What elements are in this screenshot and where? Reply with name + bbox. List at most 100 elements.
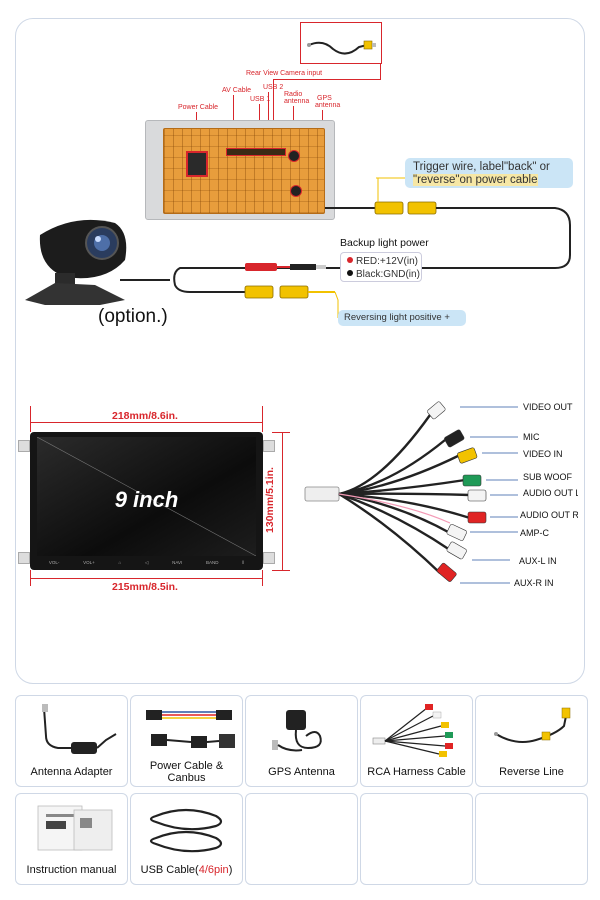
power-cable-label: Power Cable & Canbus [131,760,242,784]
rca-mic: MIC [523,432,540,442]
width-top-dimension: 218mm/8.6in. [112,410,178,422]
power-socket [186,151,208,177]
rca-amp-c: AMP-C [520,528,549,538]
vol-up-button[interactable]: VOL+ [83,560,95,565]
usb-cable-label: USB Cable(4/6pin) [131,864,242,876]
rca-audio-out-l: AUDIO OUT L [523,488,578,498]
mount-ear [263,440,275,452]
trigger-highlight: "reverse"on power cable [413,174,538,186]
black-dot-icon [347,270,353,276]
radio-antenna-label-1: Radio [284,91,303,98]
red-power-line: RED:+12V(in) [347,256,418,268]
power-cable-label-line1: Power Cable & [149,760,224,772]
radio-antenna-label-2: antenna [284,98,310,105]
screen-size-label: 9 inch [114,487,179,512]
trigger-wire-callout: Trigger wire, label"back" or "reverse"on… [405,158,573,188]
rca-video-out: VIDEO OUT [523,402,573,412]
rca-aux-r-in: AUX-R IN [514,578,554,588]
dimension-tick [30,406,31,432]
rear-camera-icon [25,219,127,305]
mount-ear [18,552,30,564]
rca-video-in: VIDEO IN [523,449,563,459]
gps-antenna-label-2: antenna [315,102,341,109]
rca-sub-woof: SUB WOOF [523,472,572,482]
dimension-tick [30,570,31,586]
rear-camera-input-box [300,22,382,64]
option-label: (option.) [98,306,168,327]
display-screen: 9 inch [37,437,256,556]
av-cable-label: AV Cable [222,87,252,94]
mount-ear [263,552,275,564]
leader-line [380,64,381,79]
usb-cable-text-end: ) [228,864,233,876]
mount-ear [18,440,30,452]
height-dimension: 130mm/5.1in. [263,467,276,533]
accessory-card-empty [360,793,473,885]
usb1-label: USB 1 [250,96,271,103]
wiring-cables [120,177,571,318]
usb-cable-text: USB Cable( [140,864,199,876]
dimension-line [282,432,283,570]
rear-camera-input-label: Rear View Camera input [246,70,323,77]
vol-down-button[interactable]: VOL- [48,560,60,565]
accessory-card-gps-antenna: GPS Antenna [245,695,358,787]
dimension-line [30,578,263,579]
navi-button[interactable]: NAVI [172,560,183,565]
home-button[interactable]: ⌂ [118,560,122,565]
antenna-adapter-icon [42,704,117,754]
band-button[interactable]: BAND [205,560,219,565]
trigger-line-1: Trigger wire, label"back" or [413,161,550,173]
reversing-light-callout: Reversing light positive + [338,310,466,326]
backup-power-title: Backup light power [340,237,429,249]
dimension-tick [272,432,290,433]
rca-audio-out-r: AUDIO OUT R [520,510,578,520]
black-power-line: Black:GND(in) [347,269,420,281]
black-power-text: Black:GND(in) [356,269,420,280]
gps-antenna-label: GPS Antenna [268,766,335,778]
antenna-adapter-label: Antenna Adapter [30,766,113,778]
front-button-row: VOL- VOL+ ⌂ ◁ NAVI BAND ‖ [37,558,256,568]
trigger-line-2: "reverse"on power cable [413,174,565,187]
usb2-label: USB 2 [263,84,284,91]
gps-antenna-icon [272,710,322,752]
dimension-line [30,422,263,423]
usb-cable-icon [149,808,223,853]
gps-antenna-label-1: GPS [317,95,332,102]
back-button[interactable]: ◁ [144,560,149,565]
red-power-text: RED:+12V(in) [356,256,418,267]
accessory-card-usb-cable: USB Cable(4/6pin) [130,793,243,885]
accessory-card-antenna-adapter: Antenna Adapter [15,695,128,787]
dimension-tick [272,570,290,571]
rca-harness-label: RCA Harness Cable [367,766,466,778]
screen-glare [37,437,256,556]
power-cable-label: Power Cable [178,104,219,111]
dimension-tick [262,406,263,432]
accessory-card-power-cable: Power Cable & Canbus [130,695,243,787]
usb-pin-highlight: 4/6pin [198,864,229,876]
leader-line [273,79,381,80]
leader-line [273,79,274,149]
av-usb-sockets [226,148,286,156]
mute-button[interactable]: ‖ [242,560,245,565]
backup-power-box: RED:+12V(in) Black:GND(in) [340,252,422,282]
accessory-card-instruction-manual: Instruction manual [15,793,128,885]
accessory-card-reverse-line: Reverse Line [475,695,588,787]
accessory-card-empty [245,793,358,885]
red-dot-icon [347,257,353,263]
width-bottom-dimension: 215mm/8.5in. [112,581,178,593]
reverse-line-label: Reverse Line [499,766,564,778]
manual-icon [37,805,113,851]
rca-aux-l-in: AUX-L IN [519,556,557,566]
rca-harness-small-icon [372,704,453,757]
power-cable-label-line2: Canbus [167,772,206,784]
rca-harness-icon [304,401,518,584]
accessory-card-empty [475,793,588,885]
radio-antenna-socket [288,150,300,162]
dimension-tick [262,570,263,586]
instruction-manual-label: Instruction manual [26,864,117,876]
rear-camera-connector-icon [307,40,376,55]
accessory-card-rca-harness: RCA Harness Cable [360,695,473,787]
gps-antenna-socket [290,185,302,197]
power-cable-icon [146,710,235,748]
reverse-line-icon [494,707,571,743]
